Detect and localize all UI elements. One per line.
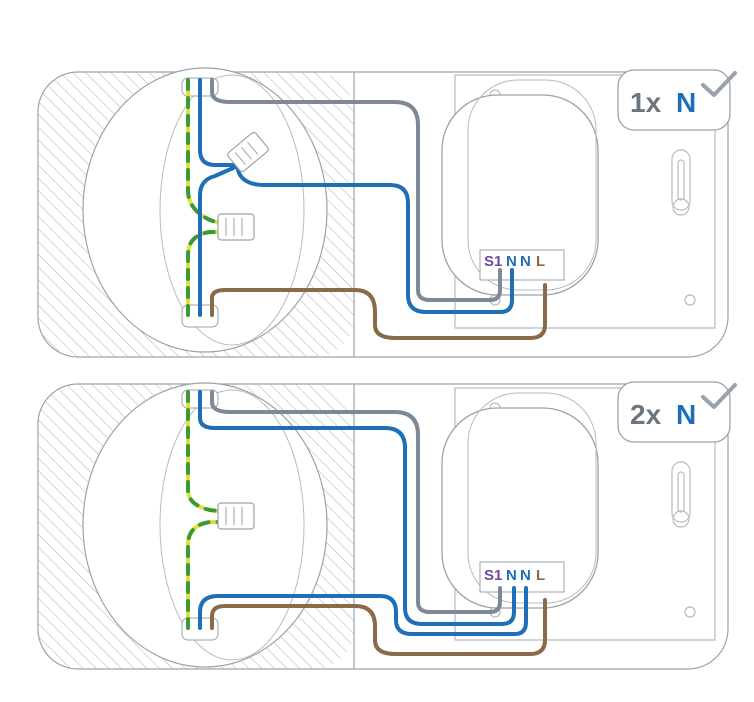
panel-double-neutral: 2x N S1 N (37, 381, 737, 670)
terminal-s1: S1 (484, 253, 502, 270)
checkmark-icon (701, 71, 737, 97)
live-wire (210, 598, 547, 656)
switch-wire (210, 390, 502, 614)
terminal-labels: S1 N N L (484, 567, 545, 584)
neutral-wire (198, 78, 514, 317)
badge-letter: N (676, 87, 696, 118)
switch-wire (210, 78, 502, 302)
badge-count: 2x (630, 399, 662, 430)
smart-switch-module (441, 79, 599, 296)
neutral-count-badge: 1x N (617, 69, 737, 131)
earth-wire (186, 390, 227, 630)
neutral-wire (198, 390, 528, 636)
terminal-labels: S1 N N L (484, 253, 545, 270)
earth-connector (217, 213, 255, 241)
neutral-connector (227, 131, 269, 173)
wall-box (82, 67, 328, 353)
neutral-count-badge: 2x N (617, 381, 737, 443)
terminal-s1: S1 (484, 567, 502, 584)
terminal-l: L (536, 567, 545, 584)
earth-connector (217, 502, 255, 530)
terminal-l: L (536, 253, 545, 270)
badge-count: 1x (630, 87, 662, 118)
terminal-n1: N (506, 567, 517, 584)
earth-wire (186, 78, 227, 317)
live-wire (210, 283, 547, 340)
checkmark-icon (701, 383, 737, 409)
terminal-n2: N (520, 567, 531, 584)
terminal-n1: N (506, 253, 517, 270)
smart-switch-module (441, 392, 599, 609)
panel-single-neutral: 1x N (37, 67, 737, 358)
terminal-n2: N (520, 253, 531, 270)
badge-letter: N (676, 399, 696, 430)
